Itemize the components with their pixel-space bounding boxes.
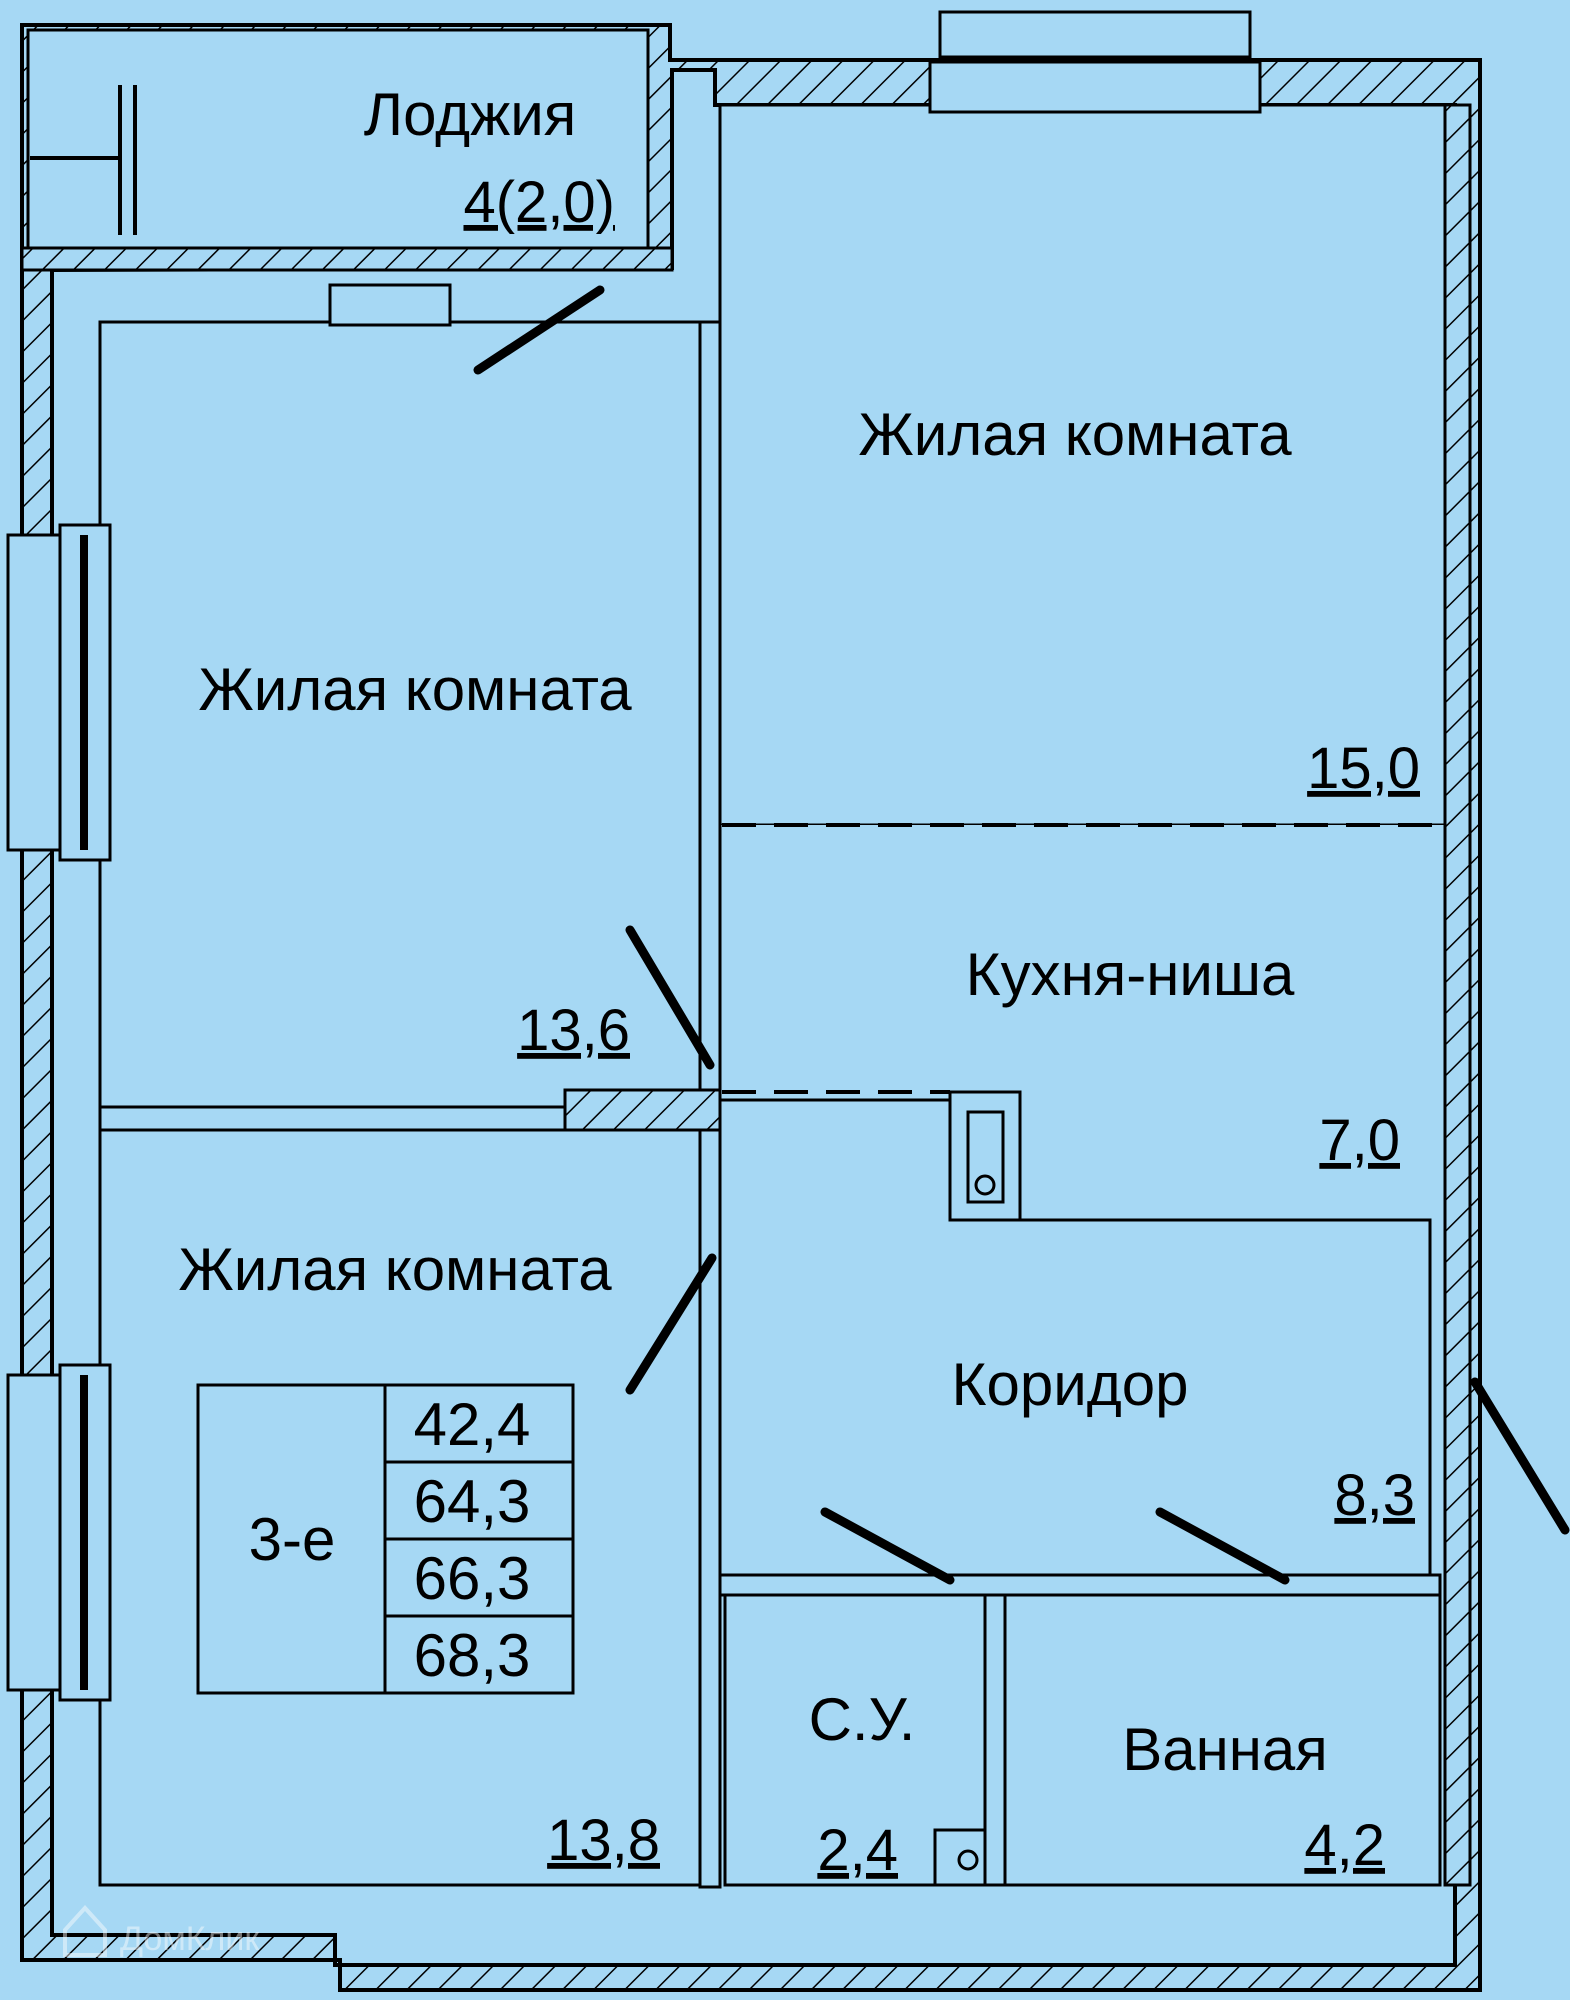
wc-area: 2,4 — [817, 1818, 898, 1883]
loggia-railing — [30, 85, 137, 235]
loggia-label: Лоджия — [364, 81, 577, 148]
bedroom-bottom-label: Жилая комната — [178, 1236, 612, 1303]
area-value: 68,3 — [414, 1622, 531, 1689]
loggia — [26, 28, 650, 250]
area-value: 42,4 — [414, 1391, 531, 1458]
bathroom-area: 4,2 — [1304, 1813, 1385, 1878]
kitchen-area: 7,0 — [1319, 1108, 1400, 1173]
bedroom-left-area: 13,6 — [517, 998, 630, 1063]
bedroom-top-label: Жилая комната — [858, 401, 1292, 468]
inner-walls — [98, 103, 1472, 1889]
doors — [473, 285, 1570, 1585]
windows — [6, 10, 1262, 1702]
floor-label: 3-е — [249, 1506, 336, 1573]
kitchen-boundaries — [722, 823, 1443, 1094]
room-bathroom — [1003, 1593, 1442, 1887]
room-bedroom-left — [98, 320, 702, 1109]
bedroom-bottom-area: 13,8 — [547, 1808, 660, 1873]
area-summary-table: 3-е 42,4 64,3 66,3 68,3 — [196, 1383, 575, 1695]
kitchen-label: Кухня-ниша — [966, 941, 1295, 1008]
bathroom-label: Ванная — [1122, 1716, 1328, 1783]
area-value: 64,3 — [414, 1468, 531, 1535]
corridor-label: Коридор — [952, 1351, 1189, 1418]
loggia-area: 4(2,0) — [463, 170, 615, 235]
wc-label: С.У. — [809, 1686, 916, 1753]
area-value: 66,3 — [414, 1545, 531, 1612]
room-bedroom-top — [718, 103, 1447, 827]
watermark: ДомКлик — [63, 1905, 260, 1958]
watermark-text: ДомКлик — [120, 1920, 260, 1958]
bedroom-left-label: Жилая комната — [198, 656, 632, 723]
shafts — [933, 1090, 1022, 1887]
bedroom-top-area: 15,0 — [1307, 736, 1420, 801]
corridor-area: 8,3 — [1334, 1463, 1415, 1528]
